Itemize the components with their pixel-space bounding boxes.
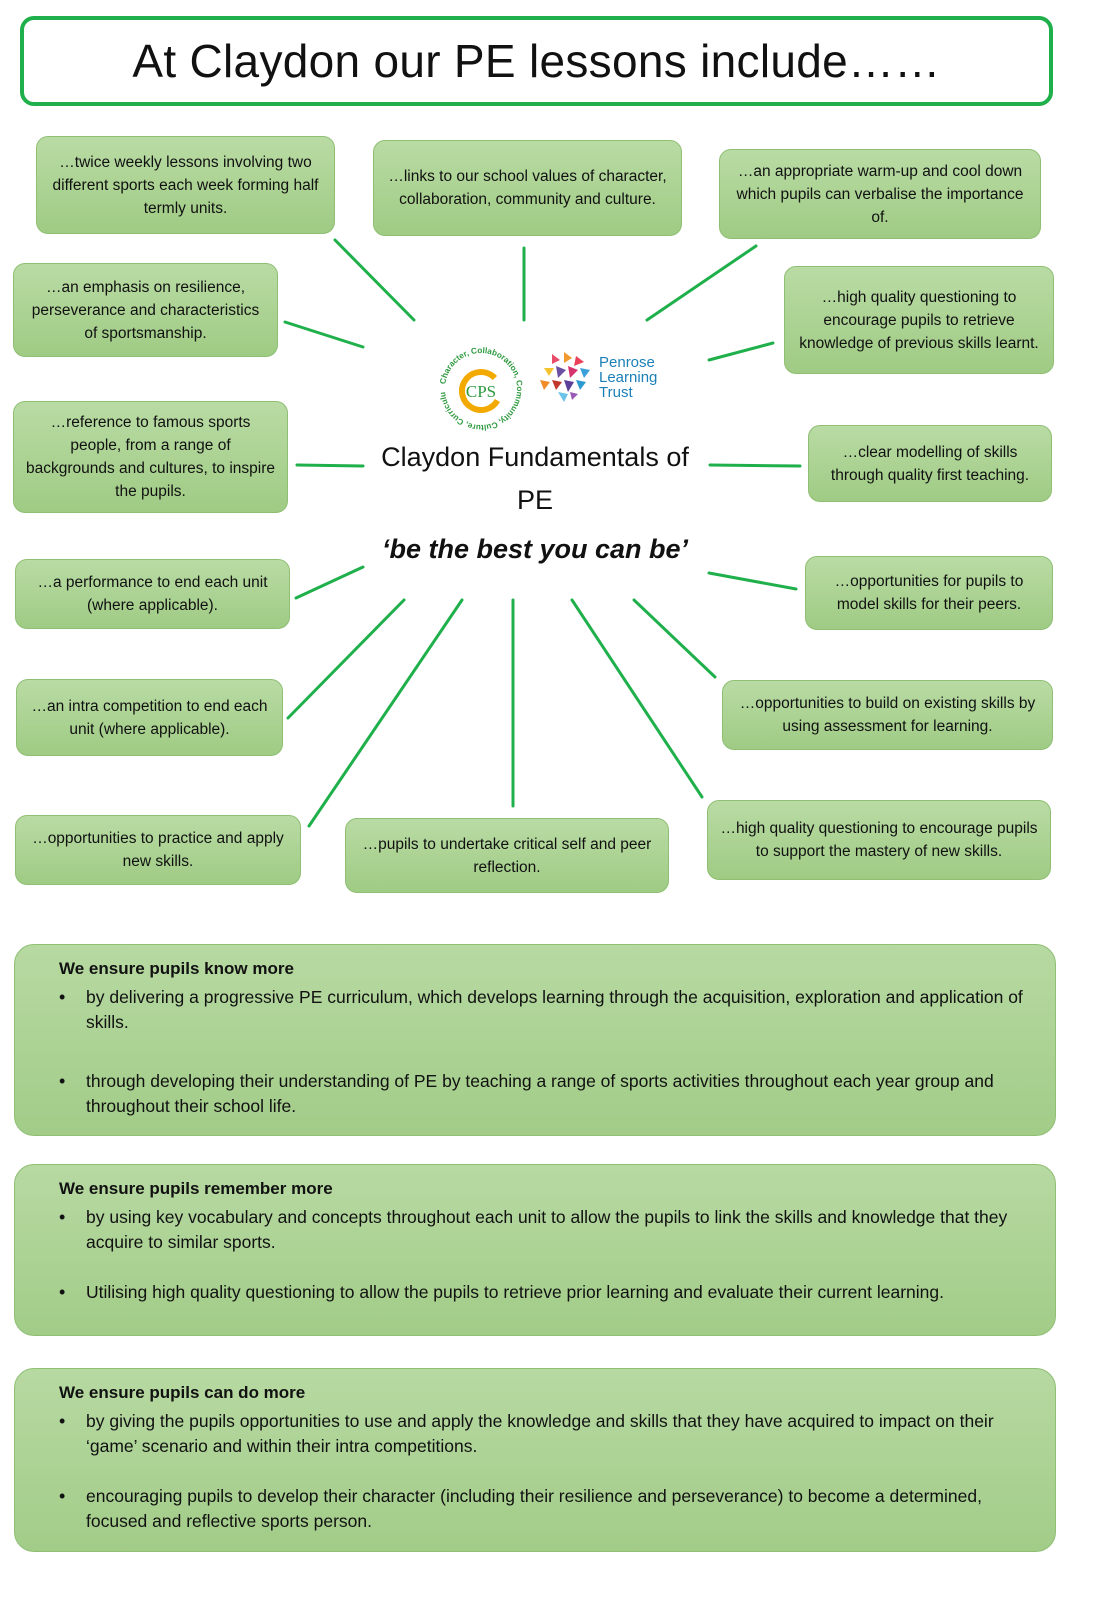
connector-line: [570, 598, 704, 799]
panel-heading: We ensure pupils know more: [59, 959, 294, 978]
lesson-point-box: …pupils to undertake critical self and p…: [345, 818, 669, 893]
lesson-point-box: …reference to famous sports people, from…: [13, 401, 288, 513]
do-more-panel: We ensure pupils can do more by giving t…: [14, 1368, 1056, 1552]
lesson-point-box: …opportunities to practice and apply new…: [15, 815, 301, 885]
lesson-point-box: …twice weekly lessons involving two diff…: [36, 136, 335, 234]
trust-logo-mark: [540, 352, 590, 402]
panel-bullet: Utilising high quality questioning to al…: [59, 1280, 1025, 1305]
lesson-point-box: …links to our school values of character…: [373, 140, 682, 236]
lesson-point-box: …high quality questioning to encourage p…: [784, 266, 1054, 374]
remember-more-panel: We ensure pupils remember more by using …: [14, 1164, 1056, 1336]
page-title: At Claydon our PE lessons include……: [132, 35, 941, 87]
connector-line: [632, 598, 717, 679]
lesson-point-box: …an appropriate warm-up and cool down wh…: [719, 149, 1041, 239]
connector-line: [294, 565, 365, 600]
connector-line: [286, 598, 406, 720]
title-banner: At Claydon our PE lessons include……: [20, 16, 1053, 106]
school-logo: Character, Collaboration, Community, Cul…: [435, 343, 524, 432]
panel-heading: We ensure pupils remember more: [59, 1179, 333, 1198]
panel-heading: We ensure pupils can do more: [59, 1383, 306, 1402]
lesson-point-box: …an intra competition to end each unit (…: [16, 679, 283, 756]
lesson-point-box: …clear modelling of skills through quali…: [808, 425, 1052, 502]
connector-line: [307, 598, 464, 828]
school-monogram: CPS: [466, 382, 496, 401]
connector-lines: [283, 238, 802, 828]
connector-line: [708, 463, 802, 468]
lesson-point-box: …opportunities for pupils to model skill…: [805, 556, 1053, 630]
connector-line: [707, 341, 775, 362]
center-heading: Claydon Fundamentals of PE: [381, 442, 689, 515]
panel-bullet: by delivering a progressive PE curriculu…: [59, 985, 1025, 1035]
connector-line: [295, 463, 365, 468]
panel-bullet: by using key vocabulary and concepts thr…: [59, 1205, 1025, 1255]
lesson-point-box: …a performance to end each unit (where a…: [15, 559, 290, 629]
lesson-point-box: …an emphasis on resilience, perseverance…: [13, 263, 278, 357]
trust-name: Penrose Learning Trust: [599, 354, 658, 401]
panel-bullet: through developing their understanding o…: [59, 1069, 1025, 1119]
lesson-point-box: …opportunities to build on existing skil…: [722, 680, 1053, 750]
connector-line: [645, 244, 758, 322]
panel-bullet: by giving the pupils opportunities to us…: [59, 1409, 1025, 1459]
connector-line: [283, 320, 365, 349]
motto: ‘be the best you can be’: [381, 534, 689, 564]
know-more-panel: We ensure pupils know more by delivering…: [14, 944, 1056, 1136]
connector-line: [707, 571, 798, 591]
lesson-point-box: …high quality questioning to encourage p…: [707, 800, 1051, 880]
panel-bullet: encouraging pupils to develop their char…: [59, 1484, 1025, 1534]
connector-line: [333, 238, 416, 322]
